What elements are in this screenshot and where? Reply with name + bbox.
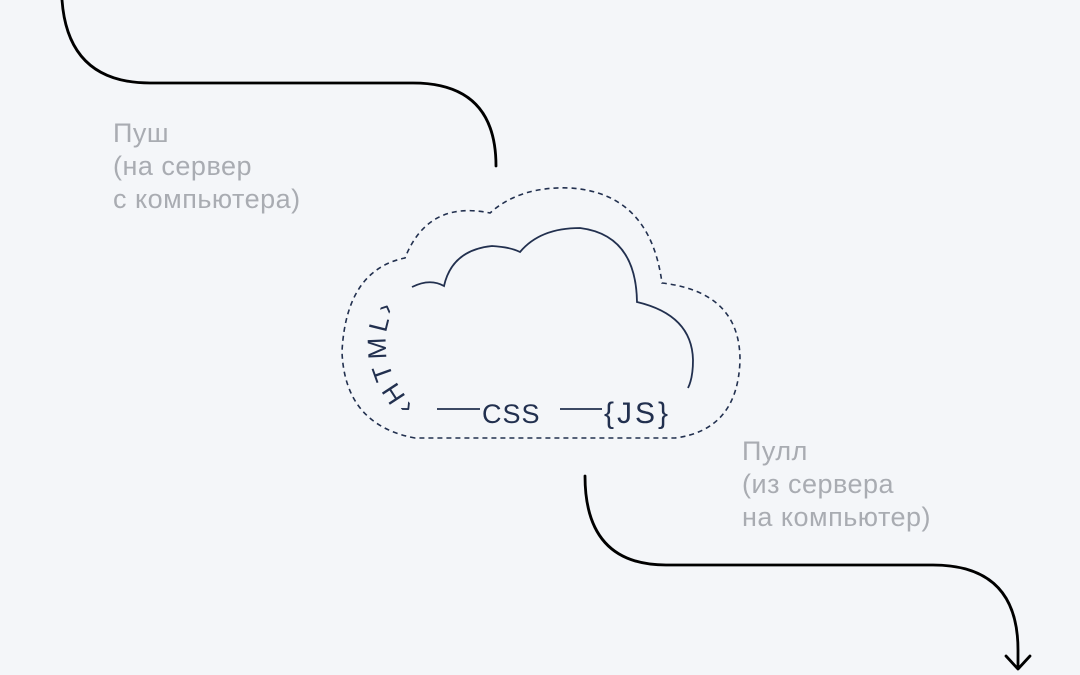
push-caption: Пуш (на сервер с компьютера) bbox=[113, 117, 301, 216]
inner-cloud bbox=[411, 227, 694, 389]
push-caption-line-3: с компьютера) bbox=[113, 184, 301, 214]
html-label: ‹HTML› bbox=[361, 294, 419, 422]
push-arrow-line bbox=[60, 0, 498, 168]
pull-arrow-line bbox=[583, 474, 1020, 670]
pull-caption-line-3: на компьютер) bbox=[742, 502, 932, 532]
css-label: CSS bbox=[482, 399, 541, 429]
arrow-down-icon bbox=[1004, 654, 1032, 671]
pull-caption: Пулл (из сервера на компьютер) bbox=[742, 435, 931, 534]
outer-dashed-cloud bbox=[341, 187, 741, 439]
push-caption-title: Пуш bbox=[113, 118, 170, 148]
pull-caption-title: Пулл bbox=[742, 436, 808, 466]
js-label: {JS} bbox=[604, 397, 671, 430]
pull-caption-line-2: (из сервера bbox=[742, 469, 895, 499]
push-caption-line-2: (на сервер bbox=[113, 151, 253, 181]
